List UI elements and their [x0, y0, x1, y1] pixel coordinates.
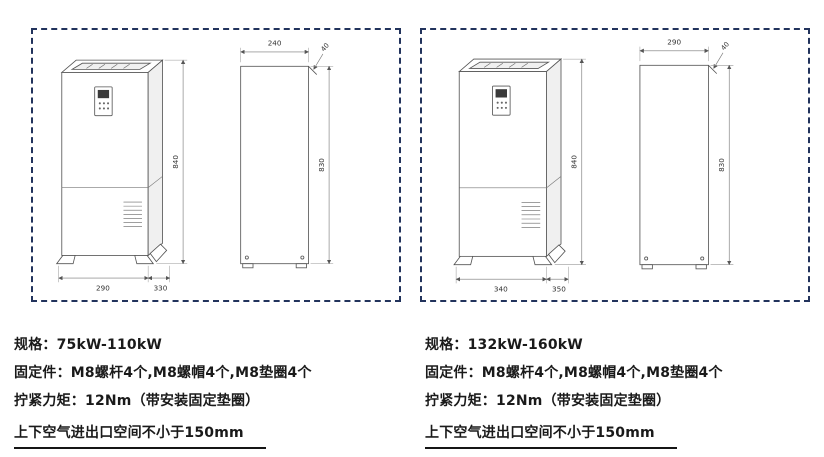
cabinet-foot-right	[532, 255, 553, 266]
dim-label-front-depth: 330	[154, 283, 168, 292]
spec-block-132kw: 规格：132kW-160kW 固定件：M8螺杆4个,M8螺帽4个,M8垫圈4个 …	[425, 338, 824, 449]
spec-rating: 规格：132kW-160kW	[425, 337, 583, 353]
side-view-outline	[639, 64, 709, 266]
dim-label-front-height: 840	[171, 155, 180, 169]
keypad-screen	[495, 89, 507, 98]
keypad-screen	[97, 89, 110, 99]
dim-label-side-height: 830	[717, 158, 726, 172]
front-view-dimensions: 840 290 330	[58, 59, 188, 292]
keypad-panel	[492, 85, 511, 116]
side-foot-right	[695, 264, 707, 270]
spec-torque: 拧紧力矩：12Nm（带安装固定垫圈）	[425, 393, 671, 409]
dimension-drawing-box-left: 840 290 330 240 40 830	[31, 28, 401, 302]
dim-label-flange: 40	[719, 40, 731, 52]
cabinet-front-view	[55, 59, 168, 265]
cabinet-drawing-75kw: 840 290 330 240 40 830	[55, 39, 334, 292]
dim-label-front-height: 840	[570, 155, 579, 169]
spec-rating: 规格：75kW-110kW	[14, 337, 162, 353]
cabinet-side-face	[546, 58, 562, 258]
side-foot-left	[641, 264, 653, 270]
side-view-dimensions: 290 40 830	[639, 38, 734, 266]
front-vent-grille	[123, 201, 142, 227]
top-vent-panel	[70, 62, 152, 70]
cabinet-front-view	[453, 58, 566, 266]
top-flange-edge	[708, 65, 718, 74]
side-view-dimensions: 240 40 830	[240, 39, 334, 265]
side-foot-right	[295, 263, 307, 269]
front-view-dimensions: 840 340 350	[455, 58, 586, 294]
cabinet-foot-side	[149, 243, 168, 263]
cabinet-foot-side	[547, 244, 566, 264]
cabinet-side-face	[147, 59, 163, 257]
dim-label-side-top: 240	[268, 39, 282, 48]
side-view-outline	[240, 65, 309, 265]
dim-label-front-width: 290	[96, 283, 110, 292]
dim-label-front-depth: 350	[552, 285, 566, 294]
dim-label-flange: 40	[319, 42, 331, 54]
spec-fasteners: 固定件：M8螺杆4个,M8螺帽4个,M8垫圈4个	[14, 365, 312, 381]
spec-block-75kw: 规格：75kW-110kW 固定件：M8螺杆4个,M8螺帽4个,M8垫圈4个 拧…	[14, 338, 414, 449]
spec-clearance: 上下空气进出口空间不小于150mm	[14, 426, 266, 449]
front-vent-grille	[521, 202, 541, 228]
dim-label-side-height: 830	[317, 158, 326, 172]
cabinet-foot-left	[55, 255, 76, 265]
cabinet-foot-right	[134, 255, 155, 265]
spec-torque: 拧紧力矩：12Nm（带安装固定垫圈）	[14, 393, 260, 409]
keypad-panel	[94, 86, 113, 117]
cabinet-drawing-132kw: 840 340 350 290 40 830	[453, 38, 734, 294]
top-vent-panel	[468, 61, 551, 69]
side-foot-left	[242, 263, 254, 269]
spec-clearance: 上下空气进出口空间不小于150mm	[425, 426, 677, 449]
top-flange-edge	[308, 66, 318, 75]
dim-label-front-width: 340	[494, 285, 508, 294]
spec-fasteners: 固定件：M8螺杆4个,M8螺帽4个,M8垫圈4个	[425, 365, 723, 381]
dimension-drawing-box-right: 840 340 350 290 40 830	[420, 28, 810, 302]
cabinet-foot-left	[453, 255, 474, 266]
cabinet-side-view	[639, 64, 718, 270]
dim-label-side-top: 290	[667, 38, 681, 47]
cabinet-side-view	[240, 65, 318, 269]
